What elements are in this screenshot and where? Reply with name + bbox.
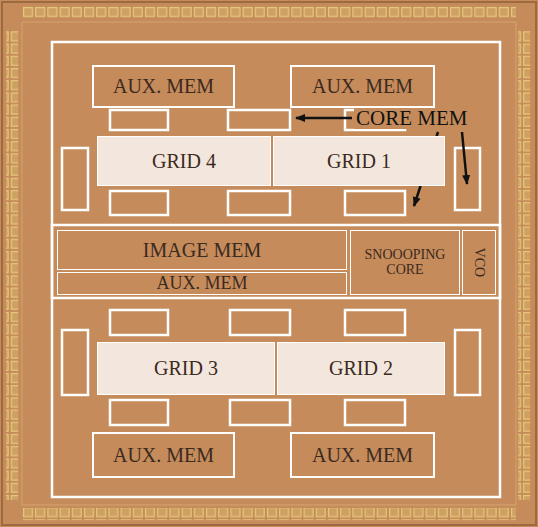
bond-pads — [6, 6, 530, 520]
core-outline — [52, 42, 500, 497]
core-mem-block — [228, 110, 290, 130]
core-mem-block — [110, 191, 168, 215]
block-label: AUX. MEM — [312, 76, 413, 97]
core-mem-block — [230, 310, 290, 335]
block-label: IMAGE MEM — [143, 240, 261, 261]
snooping-core-block: SNOOOPING CORE — [350, 230, 460, 295]
block-label: GRID 1 — [327, 151, 391, 172]
aux-memory-block: AUX. MEM — [57, 272, 347, 295]
core-mem-block — [110, 310, 168, 335]
image-memory-block: IMAGE MEM — [57, 230, 347, 270]
callout-label: CORE MEM — [354, 108, 469, 129]
aux-memory-block: AUX. MEM — [290, 432, 435, 478]
core-mem-block — [455, 330, 480, 395]
grid-block: GRID 1 — [273, 136, 445, 186]
aux-memory-block: AUX. MEM — [92, 432, 235, 478]
aux-memory-block: AUX. MEM — [92, 65, 235, 108]
core-mem-block — [110, 110, 168, 130]
block-label: AUX. MEM — [312, 445, 413, 466]
leader-line — [296, 117, 352, 120]
block-label: GRID 4 — [152, 151, 216, 172]
seal-ring — [22, 22, 516, 505]
core-mem-block — [62, 148, 88, 210]
grid-block: GRID 4 — [97, 136, 271, 186]
grid-block: GRID 2 — [277, 342, 445, 395]
core-mem-block — [230, 400, 290, 425]
leader-line — [462, 132, 467, 184]
core-blocks — [52, 42, 500, 497]
center-band — [52, 225, 500, 298]
core-mem-block — [345, 191, 405, 215]
core-mem-block — [62, 330, 88, 395]
block-label: GRID 2 — [329, 358, 393, 379]
block-label: VCO — [472, 248, 487, 278]
block-label: AUX. MEM — [113, 76, 214, 97]
core-mem-block — [228, 191, 290, 215]
aux-memory-block: AUX. MEM — [290, 65, 435, 108]
core-mem-block — [345, 310, 405, 335]
core-mem-block — [345, 400, 405, 425]
core-mem-block — [110, 400, 168, 425]
grid-block: GRID 3 — [97, 342, 275, 395]
block-label: AUX. MEM — [113, 445, 214, 466]
block-label: SNOOOPING CORE — [354, 248, 456, 277]
block-label: GRID 3 — [154, 358, 218, 379]
block-label: AUX. MEM — [156, 274, 247, 293]
vco-block: VCO — [462, 230, 496, 295]
